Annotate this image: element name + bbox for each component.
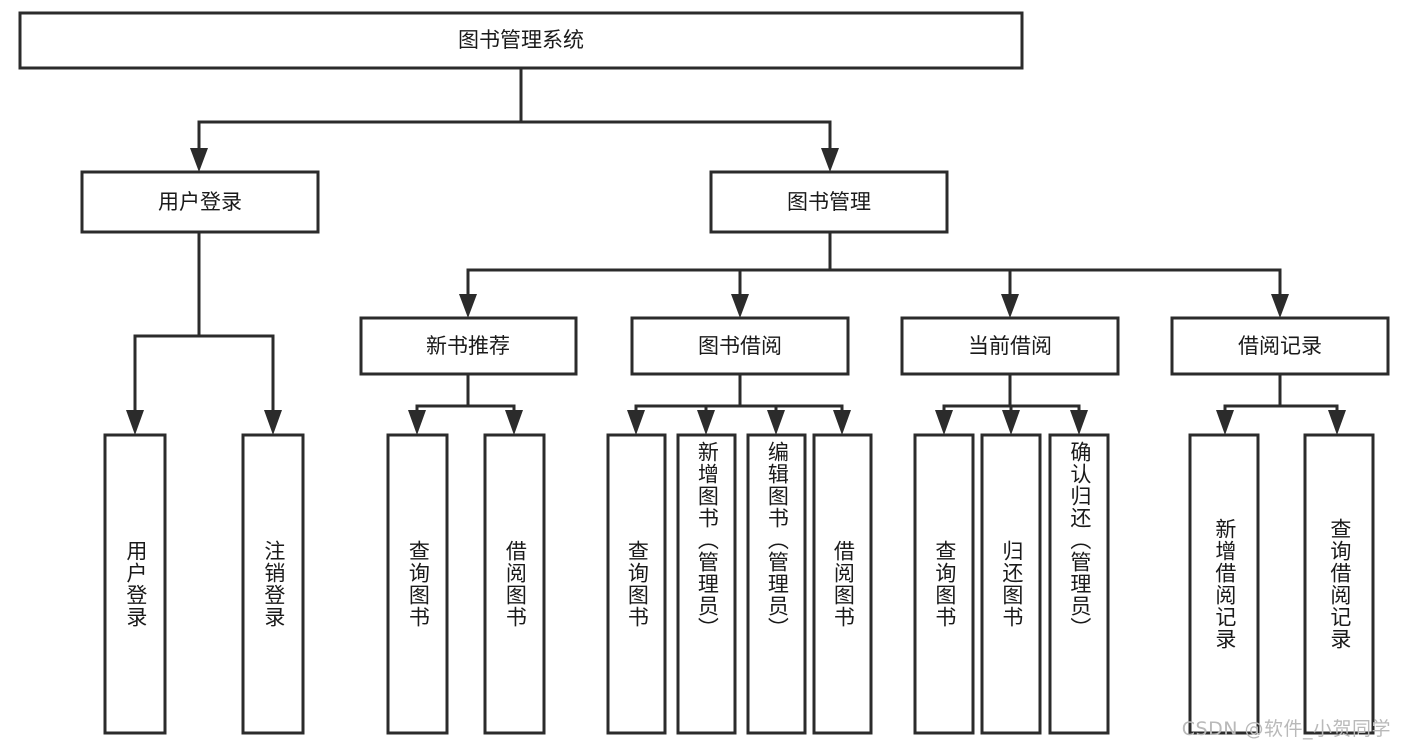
- leaf-user-login-1-box[interactable]: [103, 433, 167, 735]
- connector-group-newbook: [408, 372, 523, 435]
- node-current-borrow-box[interactable]: [900, 316, 1120, 376]
- node-user-login-label: 用户登录: [158, 190, 242, 214]
- arrow-head-leaf-bookborrow-3: [767, 410, 785, 435]
- leaf-user-login-2-box[interactable]: [241, 433, 305, 735]
- node-user-login-box[interactable]: [80, 170, 320, 234]
- connector-group-borrowrecord: [1216, 372, 1346, 435]
- arrow-head-leaf-borrowrecord-1: [1216, 410, 1234, 435]
- node-book-management-box[interactable]: [709, 170, 949, 234]
- leaf-new-book-2-box[interactable]: [483, 433, 546, 735]
- arrow-head-leaf-currentborrow-2: [1002, 410, 1020, 435]
- arrow-head-bookmgmt: [821, 148, 839, 172]
- arrow-head-currentborrow: [1001, 294, 1019, 318]
- arrow-head-leaf-bookborrow-4: [833, 410, 851, 435]
- arrow-head-leaf-user-login-1: [126, 410, 144, 435]
- arrow-head-leaf-bookborrow-1: [627, 410, 645, 435]
- node-root-box[interactable]: [18, 11, 1024, 70]
- leaf-new-book-1-box[interactable]: [386, 433, 449, 735]
- csdn-watermark: CSDN @软件_小贺同学: [1181, 718, 1391, 740]
- leaf-borrow-record-2-box[interactable]: [1303, 433, 1375, 735]
- arrow-head-leaf-borrowrecord-2: [1328, 410, 1346, 435]
- node-new-book-recommend-label: 新书推荐: [426, 334, 510, 358]
- node-book-borrow-label: 图书借阅: [698, 334, 782, 358]
- leaf-current-borrow-2-box[interactable]: [980, 433, 1042, 735]
- node-book-borrow-box[interactable]: [630, 316, 850, 376]
- node-current-borrow-label: 当前借阅: [968, 334, 1052, 358]
- node-borrow-record-label: 借阅记录: [1238, 334, 1322, 358]
- leaf-book-borrow-4-box[interactable]: [812, 433, 873, 735]
- arrow-head-userlogin: [190, 148, 208, 172]
- node-borrow-record-box[interactable]: [1170, 316, 1390, 376]
- connector-group-userlogin: [126, 230, 282, 435]
- node-book-management-label: 图书管理: [787, 190, 871, 214]
- arrow-head-borrowrecord: [1271, 294, 1289, 318]
- leaf-borrow-record-1-box[interactable]: [1188, 433, 1260, 735]
- arrow-head-leaf-newbook-1: [408, 410, 426, 435]
- leaf-book-borrow-3-box[interactable]: [746, 433, 807, 735]
- leaf-book-borrow-1-box[interactable]: [606, 433, 667, 735]
- arrow-head-bookborrow: [731, 294, 749, 318]
- arrow-head-leaf-bookborrow-2: [697, 410, 715, 435]
- connector-group-bookborrow: [627, 372, 851, 435]
- node-root-label: 图书管理系统: [458, 28, 584, 52]
- connector-group-currentborrow: [935, 372, 1088, 435]
- arrow-head-leaf-currentborrow-1: [935, 410, 953, 435]
- leaf-current-borrow-3-box[interactable]: [1048, 433, 1110, 735]
- arrow-head-leaf-newbook-2: [505, 410, 523, 435]
- arrow-head-newbook: [459, 294, 477, 318]
- leaf-book-borrow-2-box[interactable]: [676, 433, 737, 735]
- node-new-book-recommend-box[interactable]: [359, 316, 578, 376]
- arrow-head-leaf-user-login-2: [264, 410, 282, 435]
- connector-group-root: [190, 66, 839, 172]
- connector-group-bookmgmt: [459, 230, 1289, 318]
- arrow-head-leaf-currentborrow-3: [1070, 410, 1088, 435]
- leaf-current-borrow-1-box[interactable]: [913, 433, 975, 735]
